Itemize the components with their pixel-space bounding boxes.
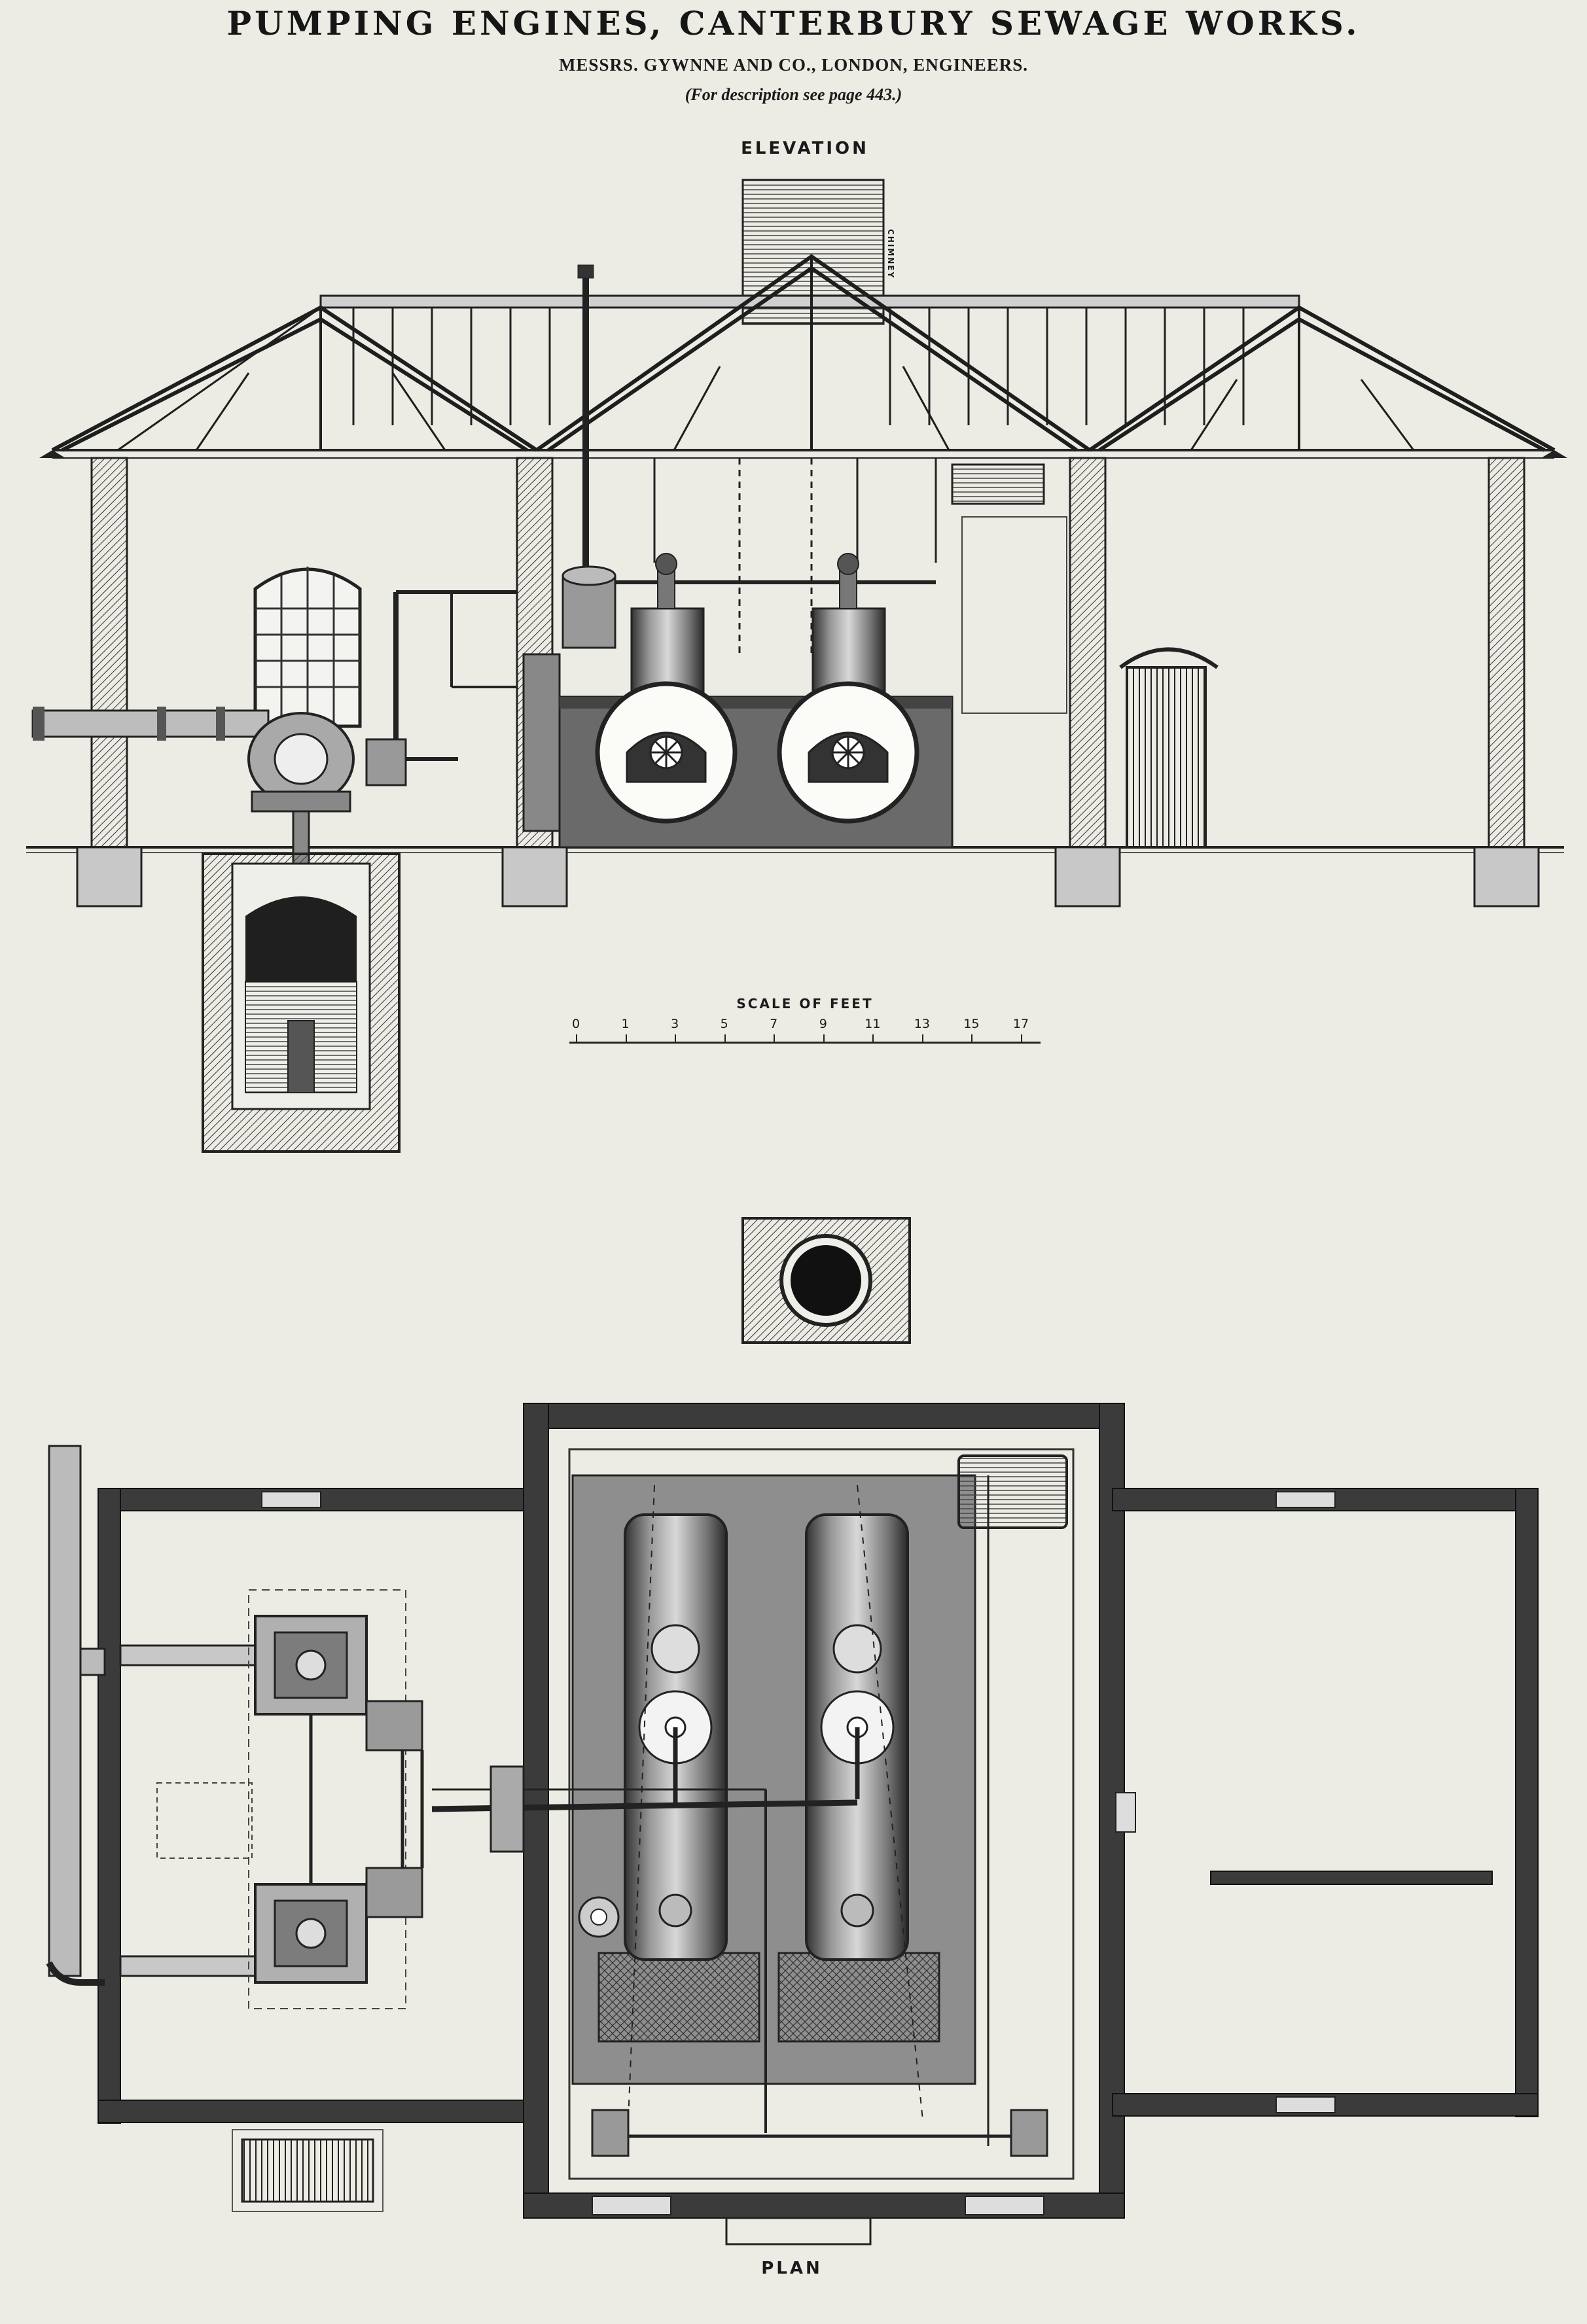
plan-vertical-pipes	[46, 1445, 106, 1986]
plan-tank	[957, 1454, 1068, 1529]
roof-trusses	[51, 254, 1556, 452]
scale-tick-label: 13	[914, 1017, 930, 1031]
scale-tick-mark	[724, 1034, 726, 1044]
page-title: PUMPING ENGINES, CANTERBURY SEWAGE WORKS…	[226, 4, 1361, 43]
drain-grating	[241, 2138, 374, 2203]
building-door	[1119, 647, 1219, 849]
engineers-subtitle: MESSRS. GYWNNE AND CO., LONDON, ENGINEER…	[558, 55, 1029, 75]
water-tank	[951, 463, 1045, 505]
pump-well	[202, 853, 401, 1153]
scale-tick-mark	[625, 1034, 627, 1044]
scale-tick-label: 3	[671, 1017, 679, 1031]
scale-tick-mark	[774, 1034, 776, 1044]
scale-tick-label: 9	[819, 1017, 827, 1031]
plan-pump-engine-bottom	[254, 1867, 423, 1984]
scale-tick-mark	[872, 1034, 874, 1044]
boiler-right	[777, 553, 919, 824]
plan-pump-engine-top	[254, 1615, 423, 1752]
plan-label: PLAN	[761, 2259, 823, 2278]
plan-feed-pumps	[578, 1896, 1048, 2157]
scale-title: SCALE OF FEET	[736, 996, 874, 1012]
chimney-plan	[741, 1217, 911, 1344]
scale-tick-mark	[1021, 1034, 1022, 1044]
scale-tick-label: 5	[720, 1017, 728, 1031]
scale-tick-label: 15	[963, 1017, 980, 1031]
scale-tick-mark	[971, 1034, 973, 1044]
scale-tick-mark	[921, 1034, 923, 1044]
suction-pipe	[31, 707, 270, 741]
elevation-drawing	[26, 179, 1567, 1153]
arched-window	[253, 567, 362, 728]
description-note: (For description see page 443.)	[685, 85, 902, 104]
scale-tick-label: 0	[571, 1017, 580, 1031]
elevation-label: ELEVATION	[741, 139, 869, 158]
plan-drawing	[46, 1403, 1539, 2245]
scale-tick-mark	[576, 1034, 577, 1044]
chimney-label: CHIMNEY	[886, 229, 895, 279]
scale-tick-label: 11	[865, 1017, 881, 1031]
scale-tick-label: 17	[1012, 1017, 1029, 1031]
feed-tank	[522, 565, 616, 832]
scale-tick-label: 7	[770, 1017, 778, 1031]
scale-tick-mark	[675, 1034, 677, 1044]
roof-railing	[352, 308, 1245, 425]
scale-tick-mark	[823, 1034, 825, 1044]
scale-tick-label: 1	[621, 1017, 630, 1031]
scale-bar	[569, 1034, 1041, 1044]
boiler-left	[595, 553, 738, 824]
